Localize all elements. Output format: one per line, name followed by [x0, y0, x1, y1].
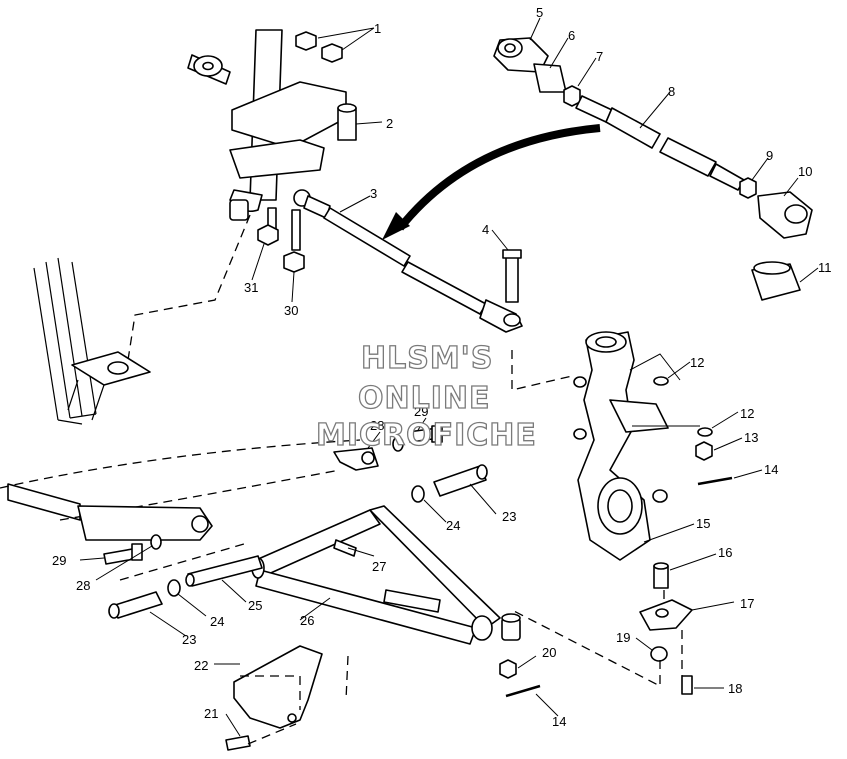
nut-item-20: [499, 659, 517, 679]
callout-4: 4: [482, 222, 489, 237]
callout-9: 9: [766, 148, 773, 163]
watermark-line-2: ONLINE: [358, 381, 491, 416]
nuts-item-1: [295, 31, 343, 63]
nut-item-7: [563, 85, 581, 107]
leader-lines: [79, 17, 819, 737]
callout-8: 8: [668, 84, 675, 99]
bolt-item-18: [681, 675, 693, 695]
callout-6: 6: [568, 28, 575, 43]
callout-16: 16: [718, 545, 732, 560]
callout-30: 30: [284, 303, 298, 318]
frame-tube-left: [33, 257, 97, 425]
dash-skid: [247, 723, 297, 745]
dash-rod-to-spindle: [511, 350, 573, 391]
dash-balljoint: [511, 590, 683, 688]
callout-25: 25: [248, 598, 262, 613]
watermark: HLSM'S ONLINE MICROFICHE: [315, 340, 537, 453]
direction-arrow: [382, 124, 601, 240]
callout-14b: 14: [552, 714, 566, 729]
callout-23-left: 23: [182, 632, 196, 647]
callout-14a: 14: [764, 462, 778, 477]
plate-item-17: [639, 599, 693, 631]
washer-item-24-left: [167, 579, 181, 597]
leader-spindle-12: [629, 353, 700, 427]
pin-item-14b: [505, 684, 541, 698]
frame-bracket-left: [67, 351, 151, 421]
bushing-item-25: [185, 555, 263, 587]
washer-item-24-right: [411, 485, 425, 503]
rod-end-item-10: [757, 191, 813, 239]
bolt-item-31: [257, 207, 279, 246]
joint-item-19: [650, 646, 668, 662]
nut-item-9: [739, 177, 757, 199]
watermark-line-1: HLSM'S: [361, 341, 493, 376]
callout-24-right: 24: [446, 518, 460, 533]
stud-item-16: [653, 562, 669, 589]
a-arm-item-26: [251, 505, 501, 645]
bracket-item-28-upper: [333, 447, 379, 471]
frame-rail: [0, 439, 361, 541]
callout-18: 18: [728, 681, 742, 696]
bushing-item-23-right: [433, 464, 488, 497]
callout-5: 5: [536, 5, 543, 20]
bushing-item-11: [751, 261, 801, 301]
callout-28-lower: 28: [76, 578, 90, 593]
callout-29-upper: 29: [414, 404, 428, 419]
dash-aarm: [119, 543, 349, 701]
bolt-item-4: [502, 249, 522, 303]
callout-19: 19: [616, 630, 630, 645]
callout-29-lower: 29: [52, 553, 66, 568]
pin-item-14a: [697, 476, 733, 486]
tie-rod-end-left: [187, 54, 231, 85]
ball-joint-housing: [501, 613, 521, 641]
rod-item-8: [575, 95, 745, 191]
callout-22: 22: [194, 658, 208, 673]
bolt-item-21: [225, 735, 251, 751]
bolt-item-30: [283, 209, 305, 273]
spindle-item-15: [573, 331, 669, 561]
callout-11: 11: [818, 260, 832, 275]
tie-rod-assembly: [293, 189, 523, 333]
callout-15: 15: [696, 516, 710, 531]
washer-item-28-upper: [392, 436, 404, 452]
callout-13: 13: [744, 430, 758, 445]
callout-7: 7: [596, 49, 603, 64]
skid-plate-item-22: [233, 645, 323, 729]
callout-24-left: 24: [210, 614, 224, 629]
callout-21: 21: [204, 706, 218, 721]
dash-steering-to-frame: [127, 214, 251, 361]
callout-27: 27: [372, 559, 386, 574]
callout-28-upper: 28: [370, 418, 384, 433]
bushing-item-23-left: [108, 591, 163, 619]
washer-item-28-lower: [150, 534, 162, 550]
steering-arm-bracket: [229, 81, 357, 179]
callout-12a: 12: [690, 355, 704, 370]
bolt-item-29-upper: [407, 425, 443, 443]
bolt-item-29-lower: [103, 543, 143, 565]
watermark-line-3: MICROFICHE: [316, 418, 537, 453]
callout-17: 17: [740, 596, 754, 611]
callout-31: 31: [244, 280, 258, 295]
washer-item-12a: [653, 376, 669, 386]
washer-item-12b: [697, 427, 713, 437]
callout-10: 10: [798, 164, 812, 179]
callout-3: 3: [370, 186, 377, 201]
boot-item-6: [533, 63, 567, 93]
callout-12b: 12: [740, 406, 754, 421]
callout-26: 26: [300, 613, 314, 628]
callout-23-right: 23: [502, 509, 516, 524]
nut-item-13: [695, 441, 713, 461]
callout-2: 2: [386, 116, 393, 131]
callout-20: 20: [542, 645, 556, 660]
callout-1: 1: [374, 21, 381, 36]
bolt-item-27: [333, 539, 357, 557]
